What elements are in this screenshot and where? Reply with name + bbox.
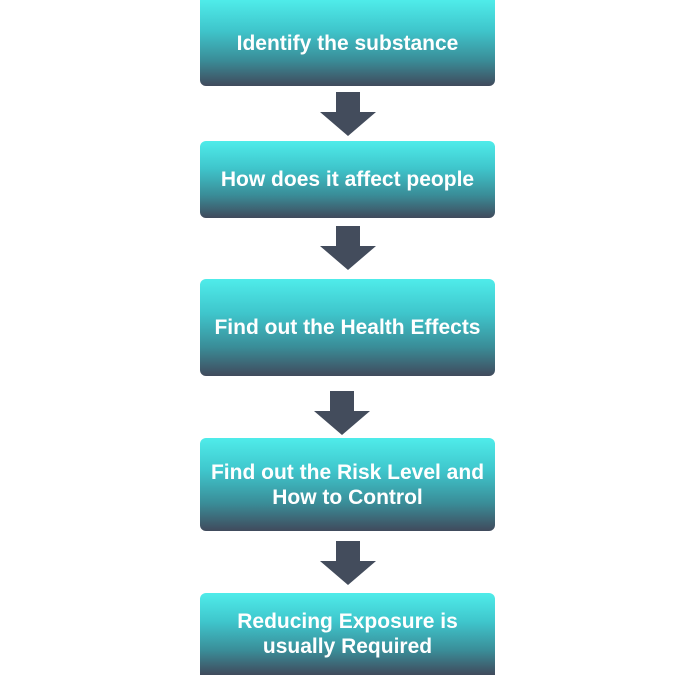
step-health-effects: Find out the Health Effects [200, 279, 495, 376]
down-arrow-icon [320, 92, 376, 136]
step-label-line-1: Reducing Exposure is [237, 610, 458, 633]
step-label: Identify the substance [236, 31, 459, 55]
step-reducing-exposure: Reducing Exposure is usually Required [200, 593, 495, 675]
down-arrow-icon [320, 226, 376, 270]
step-label-line-2: usually Required [262, 635, 433, 658]
step-risk-level: Find out the Risk Level and How to Contr… [200, 438, 495, 531]
step-label-line-2: How to Control [272, 485, 423, 509]
down-arrow-icon [320, 541, 376, 585]
step-label-line-1: Find out the Risk Level and [210, 460, 485, 484]
step-affect-people: How does it affect people [200, 141, 495, 218]
step-label: Find out the Health Effects [214, 316, 481, 339]
step-label: How does it affect people [220, 168, 475, 191]
step-identify-substance: Identify the substance [200, 0, 495, 86]
down-arrow-icon [314, 391, 370, 435]
